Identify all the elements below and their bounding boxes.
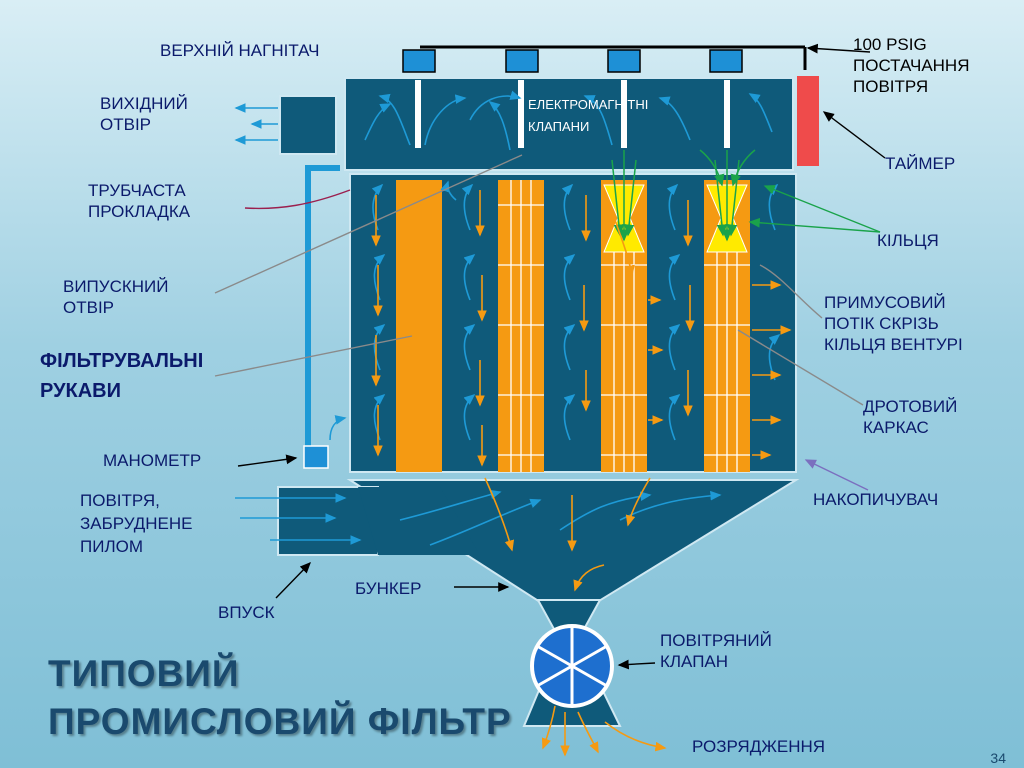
label-line: КЛАПАНИ: [528, 119, 590, 134]
label-rings: КІЛЬЦЯ: [877, 231, 939, 250]
outlet-duct: [279, 95, 337, 155]
callout-lines: [214, 43, 886, 670]
label-line: ВИПУСКНИЙ: [63, 277, 169, 296]
air-manifold: [402, 45, 807, 73]
label-line: ПРОКЛАДКА: [88, 202, 191, 221]
wire-cages: [498, 180, 750, 472]
label-air-supply: 100 PSIG ПОСТАЧАННЯ ПОВІТРЯ: [853, 34, 970, 97]
label-airlock: ПОВІТРЯНИЙ КЛАПАН: [660, 630, 772, 672]
label-line: ПОСТАЧАННЯ: [853, 56, 970, 75]
label-timer: ТАЙМЕР: [885, 154, 956, 173]
label-line: ДРОТОВИЙ: [863, 397, 958, 416]
label-inlet: ВПУСК: [218, 603, 275, 622]
label-hopper: БУНКЕР: [355, 579, 422, 598]
label-line: ОТВІР: [100, 115, 152, 134]
label-outlet: ВИХІДНИЙ ОТВІР: [100, 93, 188, 135]
solenoid-valve-box: [402, 49, 436, 73]
label-wire-cage: ДРОТОВИЙ КАРКАС: [863, 396, 957, 438]
dust-arrows: [371, 190, 792, 757]
label-line: ПИЛОМ: [80, 537, 143, 556]
pulse-arrows: [611, 149, 756, 242]
label-top-blower: ВЕРХНІЙ НАГНІТАЧ: [160, 41, 320, 60]
slide-title: ТИПОВИЙ ПРОМИСЛОВИЙ ФІЛЬТР: [48, 650, 512, 746]
label-accumulator: НАКОПИЧУВАЧ: [813, 490, 939, 509]
timer-box: [797, 76, 819, 166]
label-line: ОТВІР: [63, 298, 115, 317]
label-line: ПОТІК СКРІЗЬ: [824, 314, 939, 333]
label-discharge: РОЗРЯДЖЕННЯ: [692, 737, 826, 756]
label-line: ВИХІДНИЙ: [100, 94, 188, 113]
manometer-pipe: [305, 165, 340, 446]
label-forced-flow: ПРИМУСОВИЙ ПОТІК СКРІЗЬ КІЛЬЦЯ ВЕНТУРІ: [824, 292, 963, 355]
label-filter-bags: ФІЛЬТРУВАЛЬНІ РУКАВИ: [40, 346, 203, 406]
airflow-arrows: [234, 90, 781, 546]
label-line: КІЛЬЦЯ ВЕНТУРІ: [824, 335, 963, 354]
label-line: РУКАВИ: [40, 380, 121, 402]
label-solenoid-valves: ЕЛЕКТРОМАГНІТНІ КЛАПАНИ: [528, 94, 648, 138]
label-line: ЕЛЕКТРОМАГНІТНІ: [528, 97, 649, 112]
title-line-2: ПРОМИСЛОВИЙ ФІЛЬТР: [48, 701, 512, 742]
label-line: КАРКАС: [863, 418, 929, 437]
label-line: ЗАБРУДНЕНЕ: [80, 514, 193, 533]
label-line: 100 PSIG: [853, 35, 927, 54]
label-exhaust: ВИПУСКНИЙ ОТВІР: [63, 276, 168, 318]
manometer-gauge: [303, 445, 329, 469]
title-line-1: ТИПОВИЙ: [48, 653, 240, 694]
label-tube-sheet: ТРУБЧАСТА ПРОКЛАДКА: [88, 180, 190, 222]
blowpipes: [415, 80, 730, 148]
label-line: ПОВІТРЯ,: [80, 491, 160, 510]
label-dirty-air: ПОВІТРЯ, ЗАБРУДНЕНЕ ПИЛОМ: [80, 489, 193, 558]
solenoid-valve-box: [607, 49, 641, 73]
solenoid-valve-box: [505, 49, 539, 73]
solenoid-valve-box: [709, 49, 743, 73]
label-line: ПРИМУСОВИЙ: [824, 293, 946, 312]
label-manometer: МАНОМЕТР: [103, 451, 202, 470]
label-line: КЛАПАН: [660, 652, 729, 671]
page-number: 34: [990, 750, 1006, 766]
rotary-airlock-valve: [530, 624, 614, 708]
label-line: ФІЛЬТРУВАЛЬНІ: [40, 350, 204, 372]
label-line: ПОВІТРЯ: [853, 77, 929, 96]
label-line: ПОВІТРЯНИЙ: [660, 631, 772, 650]
label-line: ТРУБЧАСТА: [88, 181, 186, 200]
